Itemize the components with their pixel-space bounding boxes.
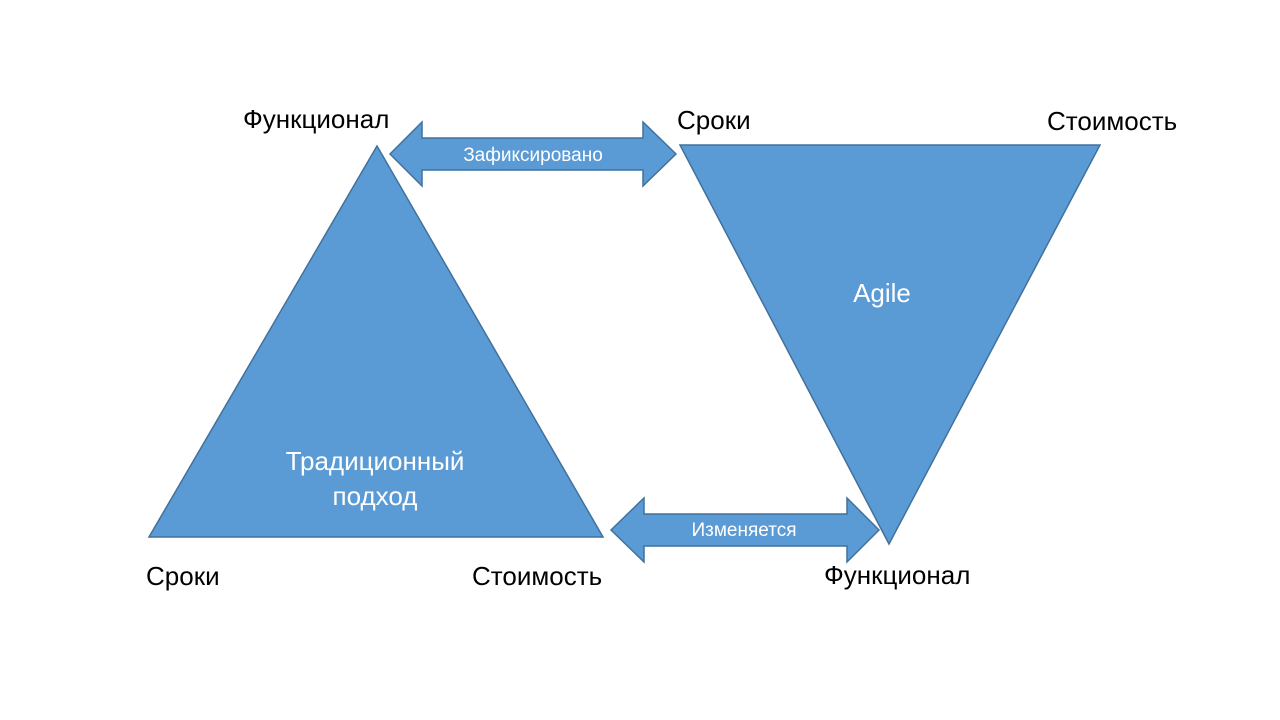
traditional-caption-line1: Традиционный — [285, 446, 465, 476]
traditional-bottom-right-label: Стоимость — [472, 561, 603, 591]
agile-bottom-label: Функционал — [824, 560, 971, 590]
agile-top-left-label: Сроки — [677, 105, 751, 135]
traditional-caption: Традиционный подход — [255, 444, 495, 514]
changes-double-arrow — [609, 496, 881, 564]
fixed-arrow-label: Зафиксировано — [463, 145, 603, 166]
traditional-caption-line2: подход — [332, 481, 418, 512]
agile-top-right-label: Стоимость — [1047, 106, 1178, 136]
traditional-top-label: Функционал — [243, 104, 390, 134]
agile-caption: Agile — [853, 278, 911, 308]
changes-arrow-label: Изменяется — [691, 520, 797, 541]
traditional-bottom-left-label: Сроки — [146, 561, 220, 591]
fixed-double-arrow — [388, 120, 678, 188]
agile-triangle — [678, 144, 1102, 546]
traditional-triangle — [147, 144, 605, 538]
